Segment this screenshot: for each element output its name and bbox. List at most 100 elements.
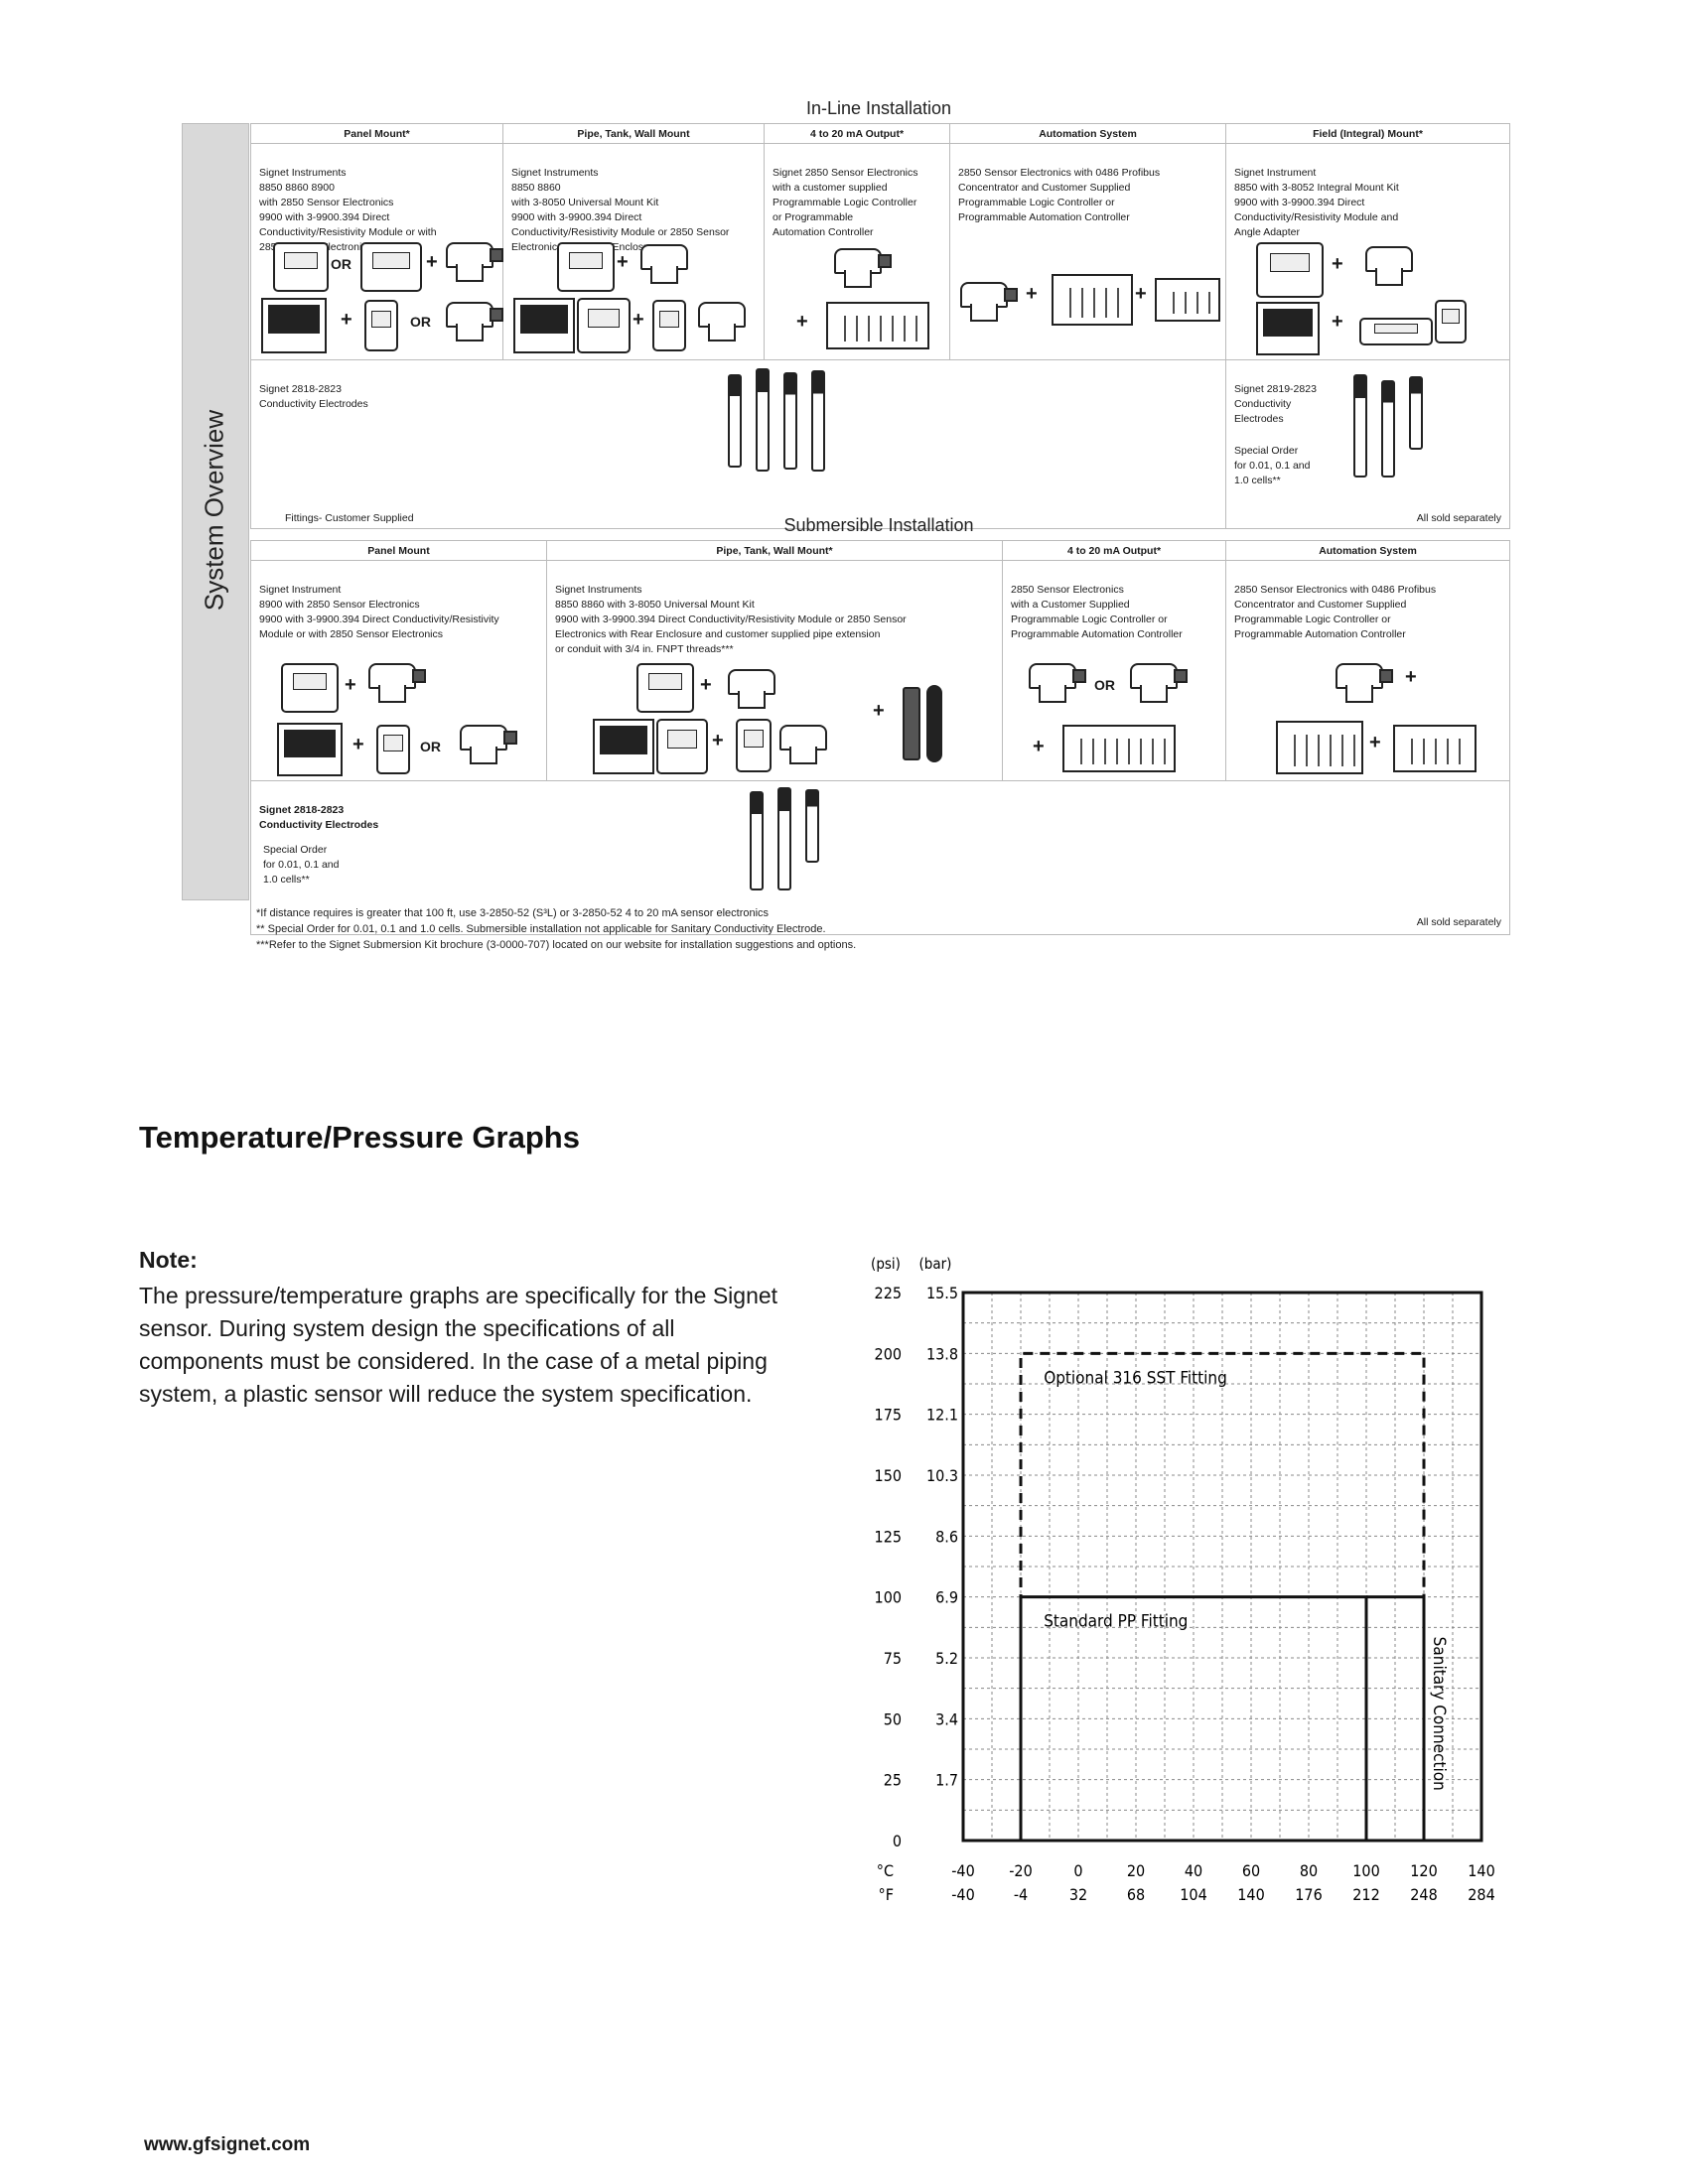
device-images: + (774, 242, 939, 351)
x-tick-fahrenheit: 32 (1069, 1885, 1087, 1904)
electrode-image (728, 374, 742, 468)
plus-sign: + (1369, 732, 1381, 753)
series-line-2 (1366, 1595, 1426, 1841)
plus-sign: + (712, 730, 724, 751)
inline-header-field-mount: Field (Integral) Mount* (1225, 123, 1510, 144)
plus-sign: + (1405, 666, 1417, 688)
x-unit-fahrenheit: °F (879, 1885, 894, 1904)
x-tick-celsius: 120 (1410, 1861, 1437, 1880)
y-tick-bar: 6.9 (935, 1588, 958, 1607)
electrode-image (805, 789, 819, 863)
note-label: Note: (139, 1247, 198, 1273)
electrodes-label: Signet 2819-2823 Conductivity Electrodes (1234, 383, 1317, 425)
sidebar-label: System Overview (199, 409, 229, 612)
x-tick-fahrenheit: 284 (1468, 1885, 1494, 1904)
plus-sign: + (352, 734, 364, 755)
y-unit-psi: (psi) (871, 1255, 901, 1273)
y-tick-psi: 125 (875, 1527, 902, 1546)
inline-installation-title: In-Line Installation (805, 98, 952, 118)
sold-separately-label: All sold separately (1416, 916, 1501, 928)
device-images: OR + (1013, 663, 1215, 772)
electrode-image (1409, 376, 1423, 450)
module-image (364, 300, 398, 351)
inline-electrodes-cell: Signet 2818-2823 Conductivity Electrodes… (250, 359, 1226, 529)
y-tick-bar: 12.1 (926, 1406, 958, 1425)
y-tick-psi: 0 (893, 1832, 902, 1850)
sub-cell-pipe-tank-wall: Signet Instruments 8850 8860 with 3-8050… (546, 560, 1003, 781)
x-tick-celsius: -40 (951, 1861, 975, 1880)
x-tick-celsius: 100 (1352, 1861, 1379, 1880)
electrode-image (1381, 380, 1395, 478)
or-label: OR (410, 314, 431, 330)
device-images: + + OR (261, 663, 536, 776)
device-images: + + (1236, 663, 1499, 774)
sub-cell-automation: 2850 Sensor Electronics with 0486 Profib… (1225, 560, 1510, 781)
submersible-table: Panel Mount Pipe, Tank, Wall Mount* 4 to… (250, 540, 1510, 935)
y-tick-psi: 100 (875, 1588, 902, 1607)
y-tick-bar: 10.3 (926, 1466, 958, 1485)
cell-text: Signet Instrument 8850 with 3-8052 Integ… (1234, 167, 1399, 238)
x-tick-celsius: 140 (1468, 1861, 1494, 1880)
y-tick-bar: 5.2 (935, 1649, 958, 1668)
y-tick-psi: 150 (875, 1466, 902, 1485)
plus-sign: + (633, 309, 644, 331)
plus-sign: + (617, 251, 629, 273)
inline-cell-pipe-tank-wall: Signet Instruments 8850 8860 with 3-8050… (502, 143, 765, 360)
inline-header-panel-mount: Panel Mount* (250, 123, 503, 144)
sub-header-automation: Automation System (1225, 540, 1510, 561)
footnote-1: *If distance requires is greater that 10… (256, 907, 770, 919)
special-order-label: Special Order for 0.01, 0.1 and 1.0 cell… (1234, 445, 1311, 486)
y-tick-bar: 1.7 (935, 1771, 958, 1790)
module-image (652, 300, 686, 351)
y-unit-bar: (bar) (919, 1255, 952, 1273)
electrode-image (756, 368, 770, 472)
sub-cell-4-20ma: 2850 Sensor Electronics with a Customer … (1002, 560, 1226, 781)
x-tick-fahrenheit: 248 (1410, 1885, 1437, 1904)
cell-text: Signet 2850 Sensor Electronics with a cu… (773, 167, 918, 238)
plus-sign: + (1332, 311, 1343, 333)
instrument-9900-image (277, 723, 343, 776)
y-tick-bar: 3.4 (935, 1709, 958, 1728)
instrument-image (636, 663, 694, 713)
section-heading: Temperature/Pressure Graphs (139, 1120, 580, 1155)
plus-sign: + (426, 251, 438, 273)
inline-sanitary-electrodes-cell: Signet 2819-2823 Conductivity Electrodes… (1225, 359, 1510, 529)
sub-header-pipe-tank-wall: Pipe, Tank, Wall Mount* (546, 540, 1003, 561)
fittings-label: Fittings- Customer Supplied (285, 512, 414, 524)
electrode-image (811, 370, 825, 472)
series-label-standard-pp: Standard PP Fitting (1044, 1612, 1188, 1632)
instrument-image (360, 242, 422, 292)
cell-text: Signet Instruments 8850 8860 8900 with 2… (259, 167, 437, 253)
instrument-image (557, 242, 615, 292)
inline-table: Panel Mount* Pipe, Tank, Wall Mount 4 to… (250, 123, 1510, 529)
footnote-3: ***Refer to the Signet Submersion Kit br… (256, 939, 857, 951)
note-text: The pressure/temperature graphs are spec… (139, 1283, 778, 1407)
y-tick-bar: 13.8 (926, 1344, 958, 1363)
profibus-concentrator-image (1276, 721, 1363, 774)
instrument-image (1256, 242, 1324, 298)
x-tick-fahrenheit: 212 (1352, 1885, 1379, 1904)
x-tick-fahrenheit: -40 (951, 1885, 975, 1904)
submersible-installation-title: Submersible Installation (783, 515, 974, 535)
plus-sign: + (341, 309, 352, 331)
inline-header-pipe-tank-wall: Pipe, Tank, Wall Mount (502, 123, 765, 144)
cell-text: Signet Instrument 8900 with 2850 Sensor … (259, 584, 499, 640)
electrodes-label: Signet 2818-2823 Conductivity Electrodes (259, 804, 379, 831)
inline-cell-field-mount: Signet Instrument 8850 with 3-8052 Integ… (1225, 143, 1510, 360)
plc-image (1062, 725, 1176, 772)
plus-sign: + (1033, 736, 1045, 757)
series-label-optional-sst: Optional 316 SST Fitting (1044, 1368, 1227, 1388)
instrument-9900-image (593, 719, 654, 774)
cell-text: 2850 Sensor Electronics with 0486 Profib… (958, 167, 1161, 223)
device-images: OR + + OR (261, 242, 503, 353)
device-images: + + (513, 242, 754, 353)
footnotes: *If distance requires is greater that 10… (256, 905, 856, 953)
y-tick-psi: 25 (884, 1771, 902, 1790)
inline-cell-4-20ma: Signet 2850 Sensor Electronics with a cu… (764, 143, 950, 360)
plus-sign: + (873, 700, 885, 722)
device-images: + + (1236, 242, 1499, 355)
x-tick-celsius: -20 (1009, 1861, 1033, 1880)
plus-sign: + (1135, 283, 1147, 305)
x-tick-celsius: 60 (1242, 1861, 1260, 1880)
